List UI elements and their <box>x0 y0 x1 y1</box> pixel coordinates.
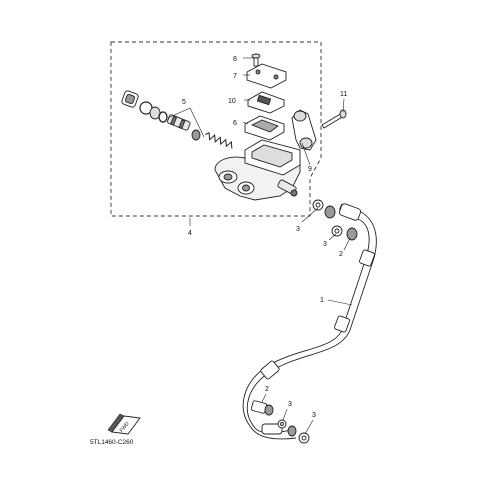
callout-5: 5 <box>182 99 186 106</box>
lower-fittings <box>250 400 310 444</box>
callout-4: 4 <box>188 230 192 237</box>
drawing-code: 5TL1460-C260 <box>90 439 134 446</box>
callout-6: 6 <box>233 120 237 127</box>
holder-and-bolt <box>291 109 347 151</box>
callout-3-d: 3 <box>312 412 316 419</box>
callout-8: 8 <box>233 56 237 63</box>
brake-hose <box>242 203 377 440</box>
upper-fittings <box>312 199 358 241</box>
callout-2-b: 2 <box>265 386 269 393</box>
callout-3-c: 3 <box>288 401 292 408</box>
leader-lines <box>167 57 353 435</box>
piston-kit <box>121 90 233 149</box>
reservoir-cover-parts <box>244 53 287 141</box>
callout-3-a: 3 <box>296 226 300 233</box>
callout-3-b: 3 <box>323 241 327 248</box>
callout-11: 11 <box>340 91 347 98</box>
callout-10: 10 <box>228 98 236 105</box>
assembly-boundary <box>110 41 322 217</box>
callout-1: 1 <box>320 297 324 304</box>
callout-9: 9 <box>308 166 312 173</box>
callout-2-a: 2 <box>339 251 343 258</box>
fwd-arrow-icon: FWD <box>107 413 141 435</box>
callout-7: 7 <box>233 73 237 80</box>
master-cylinder-body <box>214 139 301 201</box>
